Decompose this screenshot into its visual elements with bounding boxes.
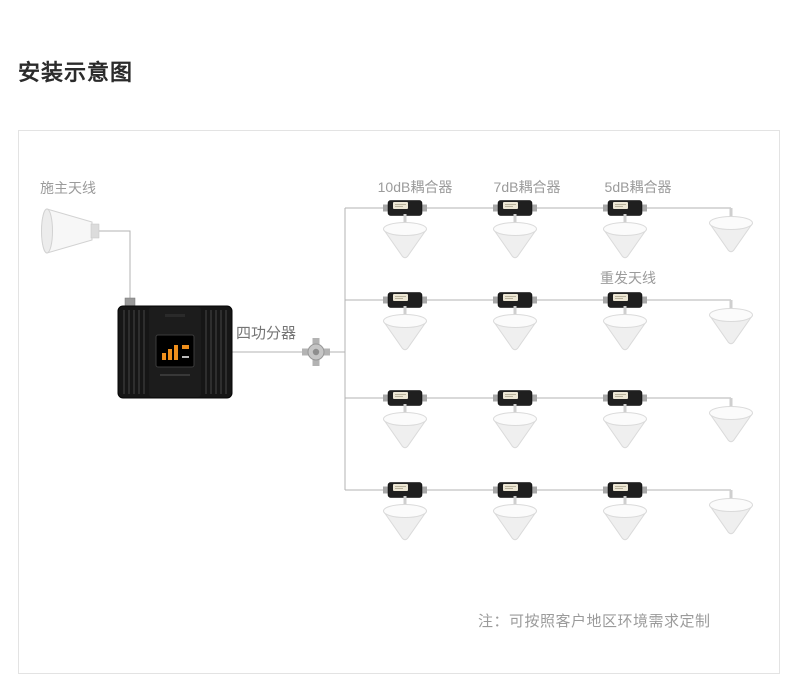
coupler-icon [492,482,538,498]
ceiling-antenna-icon [603,213,647,259]
donor-antenna-icon [41,208,100,254]
coupler-7db-label: 7dB耦合器 [493,179,561,195]
splitter-icon [302,338,330,366]
ceiling-antenna-icon [603,495,647,541]
ceiling-antenna-icon [709,397,753,443]
coupler-icon [602,200,648,216]
repeater-display [155,334,195,368]
ceiling-antenna-icon [383,213,427,259]
ceiling-antenna-icon [493,495,537,541]
coupler-icon [382,482,428,498]
donor-antenna-label: 施主天线 [40,180,96,196]
ceiling-antenna-icon [493,305,537,351]
customization-note: 注：可按照客户地区环境需求定制 [478,613,711,630]
coupler-icon [492,390,538,406]
coupler-icon [492,200,538,216]
coupler-5db-label: 5dB耦合器 [604,179,672,195]
coupler-icon [602,292,648,308]
ceiling-antenna-icon [603,305,647,351]
ceiling-antenna-icon [383,495,427,541]
coupler-icon [382,200,428,216]
ceiling-antenna-icon [709,489,753,535]
ceiling-antenna-icon [493,403,537,449]
coupler-icon [602,482,648,498]
retransmit-antenna-label: 重发天线 [600,270,656,286]
page-title: 安装示意图 [18,60,134,85]
coupler-icon [382,390,428,406]
coupler-icon [382,292,428,308]
splitter-label: 四功分器 [236,325,297,342]
ceiling-antenna-icon [493,213,537,259]
coupler-icon [602,390,648,406]
ceiling-antenna-icon [383,305,427,351]
ceiling-antenna-icon [383,403,427,449]
ceiling-antenna-icon [709,207,753,253]
repeater-device [117,297,233,399]
coupler-icon [492,292,538,308]
coupler-10db-label: 10dB耦合器 [377,179,453,195]
ceiling-antenna-icon [709,299,753,345]
ceiling-antenna-icon [603,403,647,449]
